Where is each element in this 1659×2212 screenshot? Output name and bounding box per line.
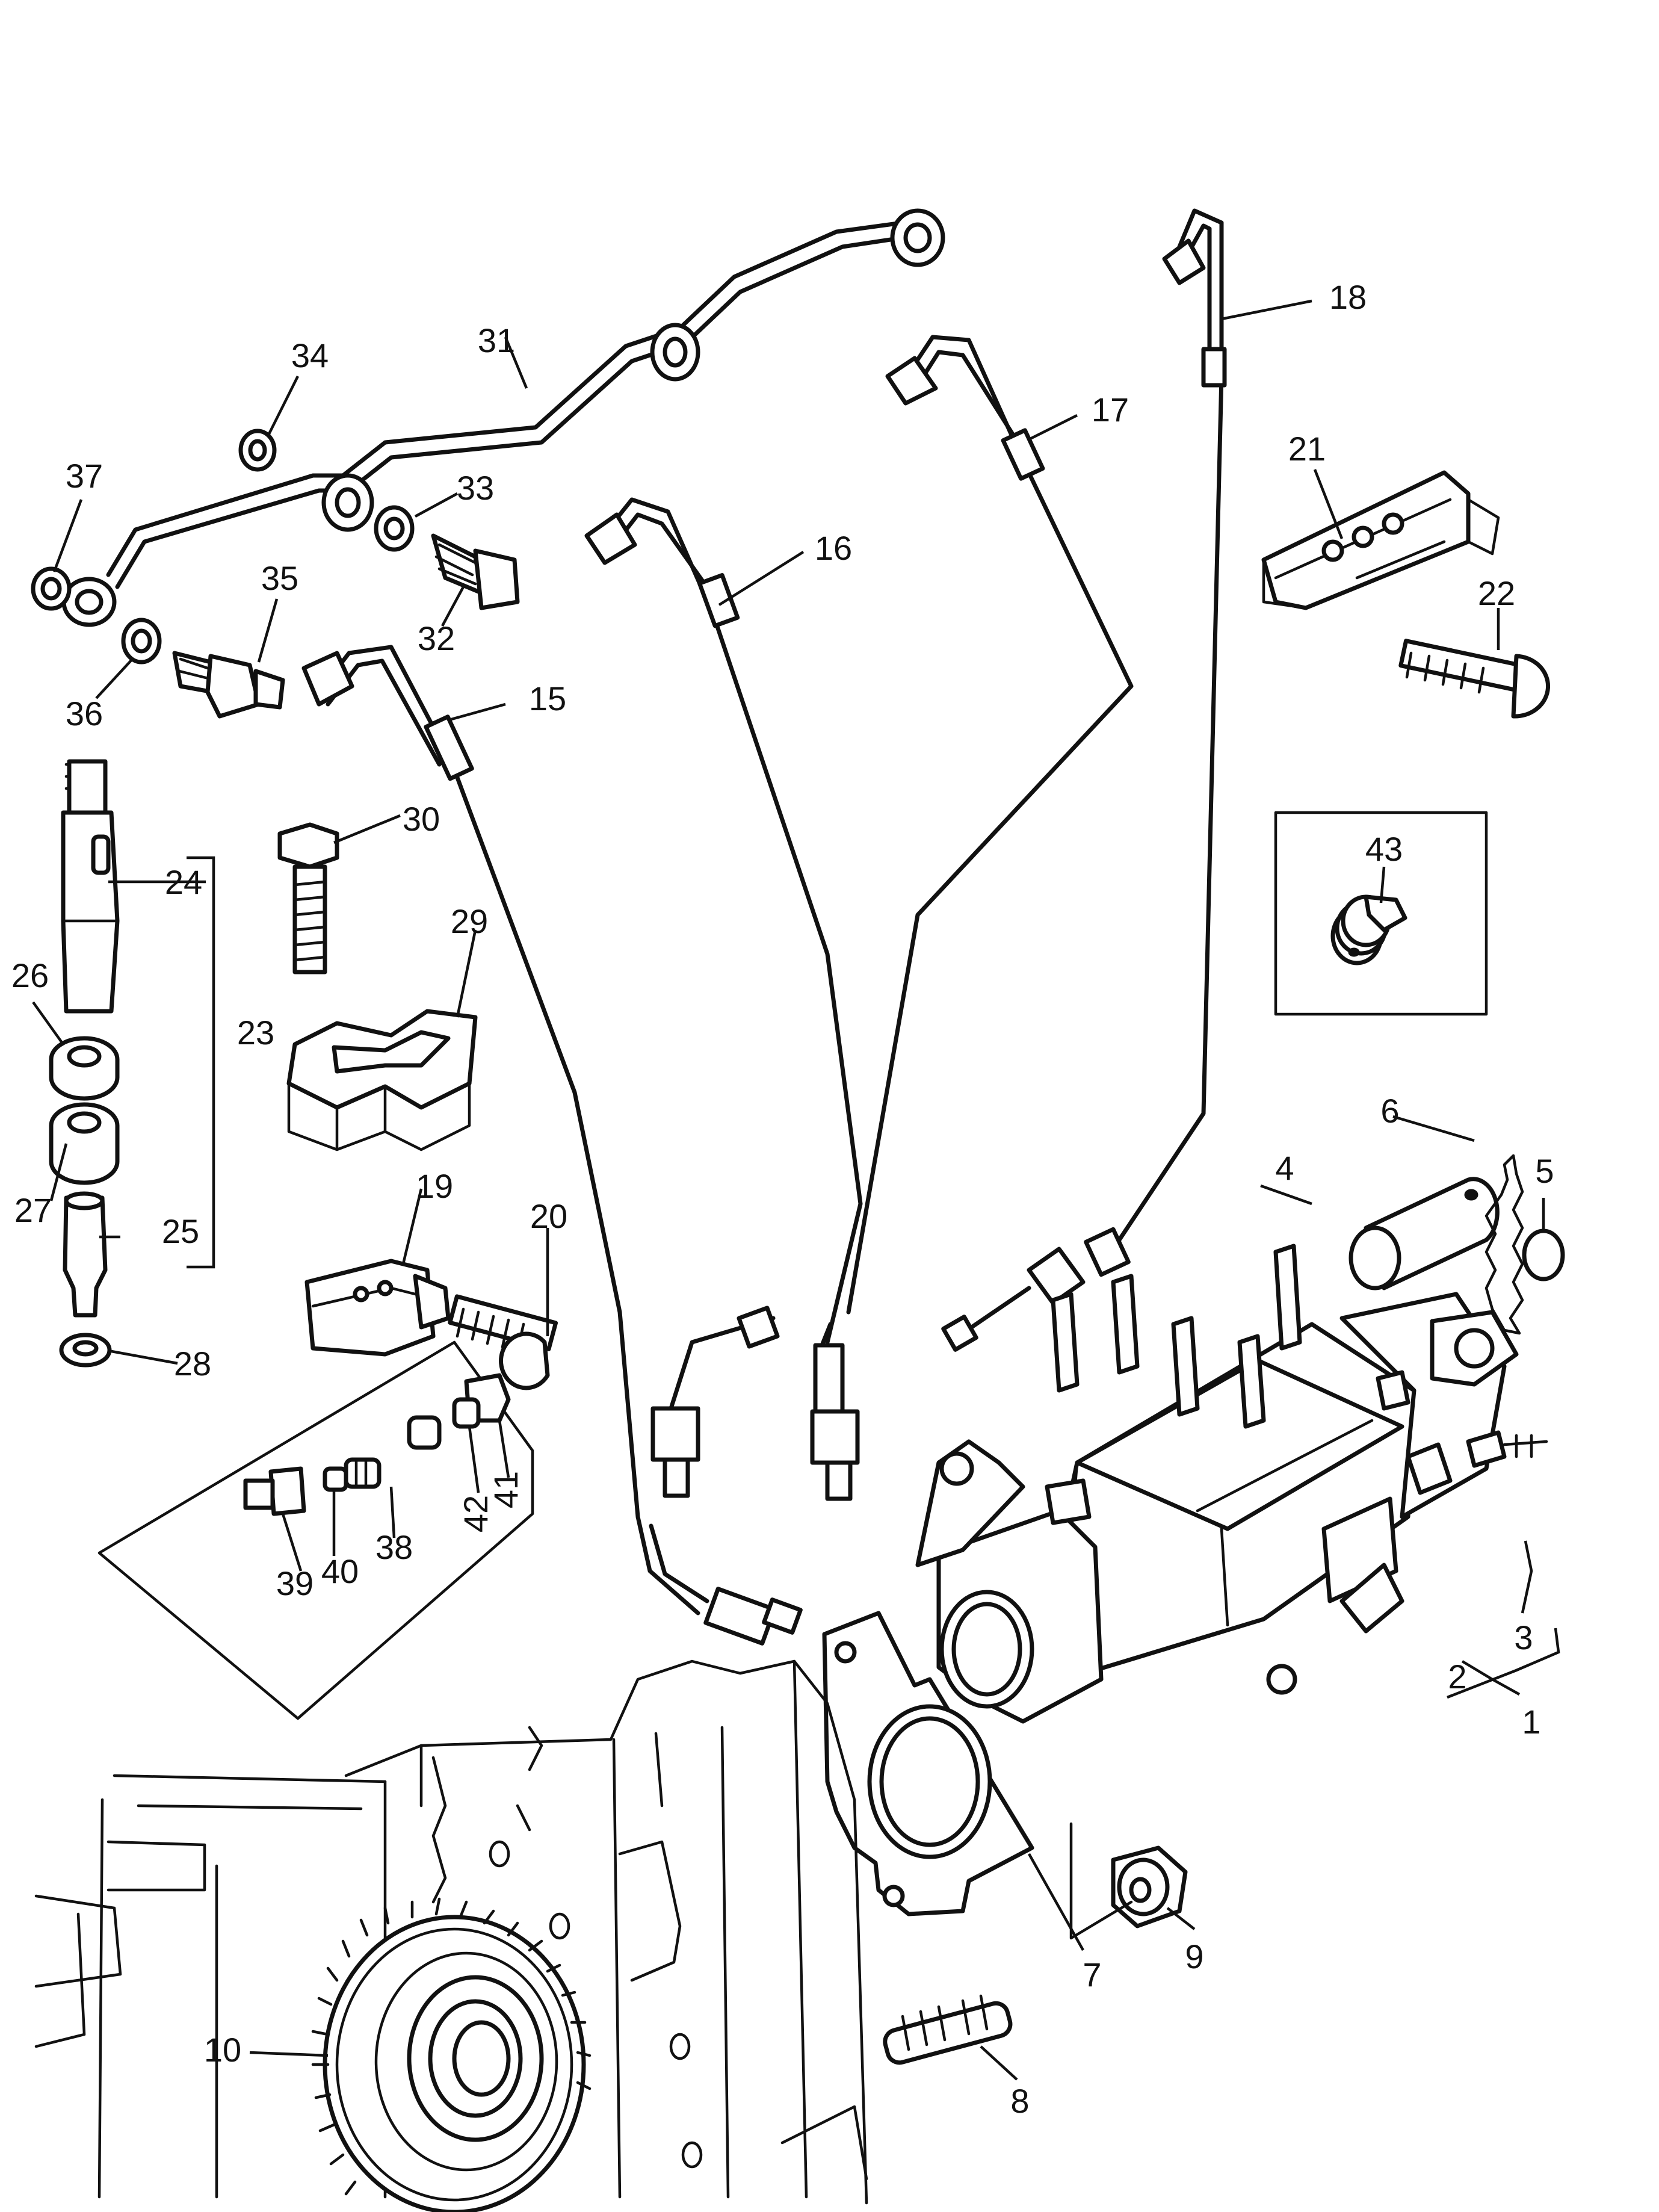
- bolt-30: [277, 822, 339, 974]
- callout-6: 6: [1380, 1092, 1399, 1130]
- callout-20: 20: [530, 1197, 567, 1235]
- callout-35: 35: [261, 559, 298, 597]
- part-43-box: [1274, 811, 1488, 1016]
- washer-28: [59, 1333, 112, 1368]
- callout-40: 40: [321, 1552, 359, 1590]
- callout-23: 23: [237, 1014, 274, 1052]
- gear-10: [311, 1897, 592, 2212]
- callout-10: 10: [204, 2031, 241, 2069]
- sleeve-4: [1349, 1177, 1500, 1290]
- fitting-38: [344, 1457, 382, 1489]
- callout-16: 16: [815, 529, 852, 567]
- connector-35: [172, 651, 285, 719]
- callout-4: 4: [1275, 1149, 1294, 1187]
- fitting-39: [243, 1466, 306, 1516]
- callout-24: 24: [165, 863, 202, 901]
- callout-22: 22: [1478, 574, 1515, 612]
- callout-18: 18: [1329, 278, 1367, 316]
- callout-34: 34: [291, 336, 329, 374]
- callout-3: 3: [1514, 1619, 1533, 1656]
- nozzle-25: [63, 1191, 108, 1318]
- bracket-1: [1447, 1628, 1560, 1699]
- callout-15: 15: [529, 680, 566, 717]
- callout-26: 26: [11, 956, 49, 994]
- callout-2: 2: [1448, 1658, 1466, 1696]
- callout-36: 36: [66, 695, 103, 733]
- callout-41: 41: [487, 1471, 525, 1508]
- spacer-26: [49, 1036, 120, 1101]
- callout-17: 17: [1092, 391, 1129, 429]
- gear-6: [1484, 1154, 1524, 1335]
- callout-28: 28: [174, 1345, 211, 1383]
- fitting-43: [1330, 894, 1407, 965]
- injector-pipe-17: [650, 335, 1134, 1498]
- callout-25: 25: [162, 1212, 199, 1250]
- callout-21: 21: [1288, 430, 1326, 468]
- stud-8: [883, 1994, 1013, 2065]
- callout-38: 38: [375, 1528, 413, 1566]
- callout-5: 5: [1535, 1152, 1554, 1190]
- bolt-20: [448, 1294, 558, 1390]
- callout-43: 43: [1365, 830, 1403, 868]
- banjo-bolt-32: [431, 533, 520, 610]
- callout-1: 1: [1522, 1703, 1540, 1741]
- callout-8: 8: [1010, 2082, 1029, 2120]
- bracket-21: [1261, 470, 1500, 610]
- clamp-19: [304, 1259, 451, 1357]
- leader-lines: [32, 299, 1545, 2081]
- callout-39: 39: [276, 1564, 314, 1602]
- washer-36: [121, 618, 162, 665]
- injection-pump-1: [915, 1244, 1548, 1724]
- washer-33: [374, 505, 415, 552]
- callout-30: 30: [403, 800, 440, 838]
- callout-labels: 1 2 3 4 5 6 7 8 9 10 15 16 17 18 19 20 2…: [11, 278, 1554, 2120]
- callout-37: 37: [66, 457, 103, 495]
- injector-pipe-31: [61, 208, 945, 627]
- fitting-42: [407, 1415, 442, 1450]
- engine-block: [34, 1659, 868, 2205]
- fitting-40: [323, 1466, 348, 1492]
- callout-9: 9: [1185, 1938, 1203, 1975]
- spares-panel-outline: [97, 1340, 534, 1720]
- callout-31: 31: [478, 321, 515, 359]
- bolt-22: [1398, 639, 1550, 719]
- callout-33: 33: [457, 469, 494, 507]
- injector-pipe-18: [941, 208, 1227, 1352]
- injector-pipe-16: [584, 497, 863, 1501]
- callout-32: 32: [418, 619, 455, 657]
- bracket-23: [187, 856, 215, 1269]
- callout-7: 7: [1083, 1956, 1101, 1994]
- fitting-41: [452, 1373, 511, 1429]
- clamp-29: [286, 1009, 478, 1151]
- nut-9: [1111, 1845, 1188, 1929]
- callout-19: 19: [416, 1167, 453, 1205]
- callout-27: 27: [14, 1191, 52, 1229]
- washer-37: [31, 566, 72, 611]
- nozzle-holder-24: [61, 759, 120, 1014]
- washer-34: [238, 429, 277, 472]
- nut-9-bracket: [1069, 1822, 1133, 1940]
- injector-pipe-15: [301, 645, 803, 1646]
- gasket-7: [822, 1611, 1034, 1916]
- plug-5: [1522, 1228, 1565, 1281]
- callout-42: 42: [457, 1495, 495, 1532]
- callout-29: 29: [451, 902, 488, 940]
- spacer-27: [49, 1102, 120, 1185]
